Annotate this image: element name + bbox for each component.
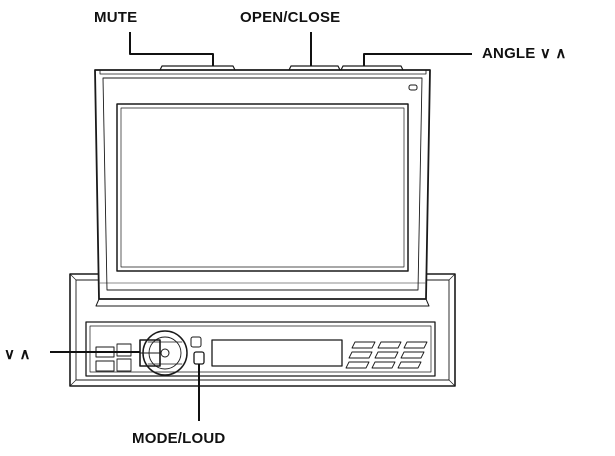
up-down-label: ∨ ∧ [4,346,31,363]
open-close-button[interactable] [288,65,341,71]
mute-button[interactable] [159,65,236,71]
angle-label: ANGLE ∨ ∧ [482,45,567,62]
left-buttons[interactable] [95,343,132,372]
mode-loud-label: MODE/LOUD [132,430,226,447]
leader-angle [363,53,472,66]
indicator-led [408,84,418,91]
angle-button[interactable] [340,65,404,71]
display-screen [116,103,409,272]
leader-mute [129,32,214,66]
monitor-top-frame [94,69,431,75]
mute-label: MUTE [94,9,138,26]
up-down-buttons[interactable] [139,339,161,367]
mode-loud-button[interactable] [190,336,205,365]
front-display-window [211,339,343,367]
open-close-label: OPEN/CLOSE [240,9,341,26]
leader-lines [50,32,472,421]
faceplate [85,321,436,377]
preset-buttons[interactable] [345,341,428,369]
